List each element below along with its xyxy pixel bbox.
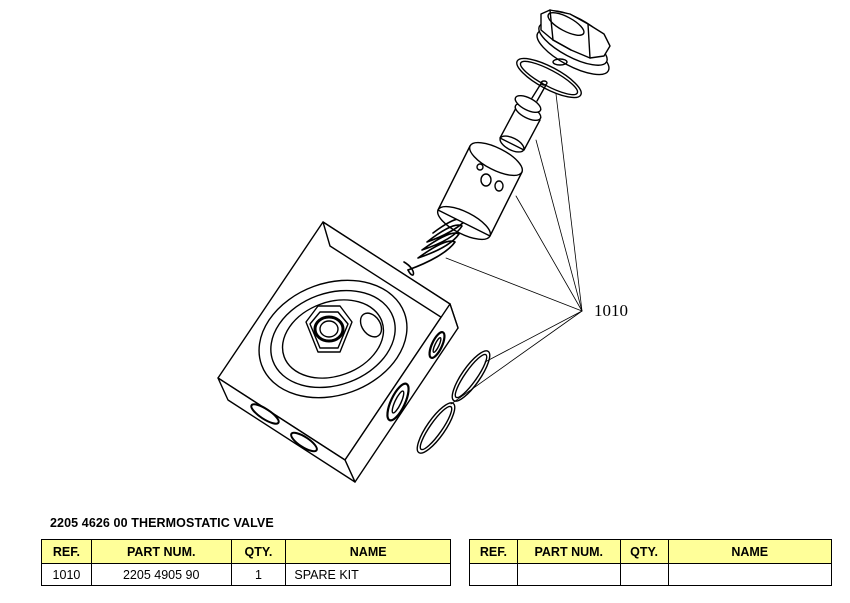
cell-part-num: 2205 4905 90 bbox=[90, 563, 232, 586]
header-ref: REF. bbox=[41, 539, 92, 564]
spring bbox=[403, 217, 467, 276]
cell-part-num bbox=[516, 563, 621, 586]
header-name: NAME bbox=[285, 539, 451, 564]
o-ring-top bbox=[516, 57, 582, 99]
o-rings-lower bbox=[416, 350, 491, 454]
plug-cap bbox=[536, 9, 611, 76]
assembly-title: 2205 4626 00 THERMOSTATIC VALVE bbox=[50, 516, 274, 530]
cell-name: SPARE KIT bbox=[285, 563, 451, 586]
table-row-empty bbox=[469, 563, 833, 586]
header-qty: QTY. bbox=[230, 539, 287, 564]
parts-table-right: REF. PART NUM. QTY. NAME bbox=[469, 539, 833, 586]
cell-ref bbox=[469, 563, 518, 586]
cell-ref: 1010 bbox=[41, 563, 92, 586]
valve-body bbox=[217, 221, 459, 483]
header-name: NAME bbox=[667, 539, 833, 564]
parts-table-left: REF. PART NUM. QTY. NAME 1010 2205 4905 … bbox=[41, 539, 451, 586]
table-header-row: REF. PART NUM. QTY. NAME bbox=[469, 539, 833, 564]
cell-qty bbox=[619, 563, 669, 586]
thermostat-sleeve bbox=[436, 141, 524, 241]
cell-name bbox=[667, 563, 833, 586]
header-qty: QTY. bbox=[619, 539, 669, 564]
leader-lines bbox=[445, 93, 583, 405]
thermostat-element bbox=[499, 80, 548, 153]
header-part-num: PART NUM. bbox=[516, 539, 621, 564]
exploded-view-drawing: 1010 bbox=[217, 9, 628, 483]
callout-1010: 1010 bbox=[594, 301, 628, 320]
table-header-row: REF. PART NUM. QTY. NAME bbox=[41, 539, 451, 564]
cell-qty: 1 bbox=[230, 563, 287, 586]
header-part-num: PART NUM. bbox=[90, 539, 232, 564]
header-ref: REF. bbox=[469, 539, 518, 564]
table-row: 1010 2205 4905 90 1 SPARE KIT bbox=[41, 563, 451, 586]
